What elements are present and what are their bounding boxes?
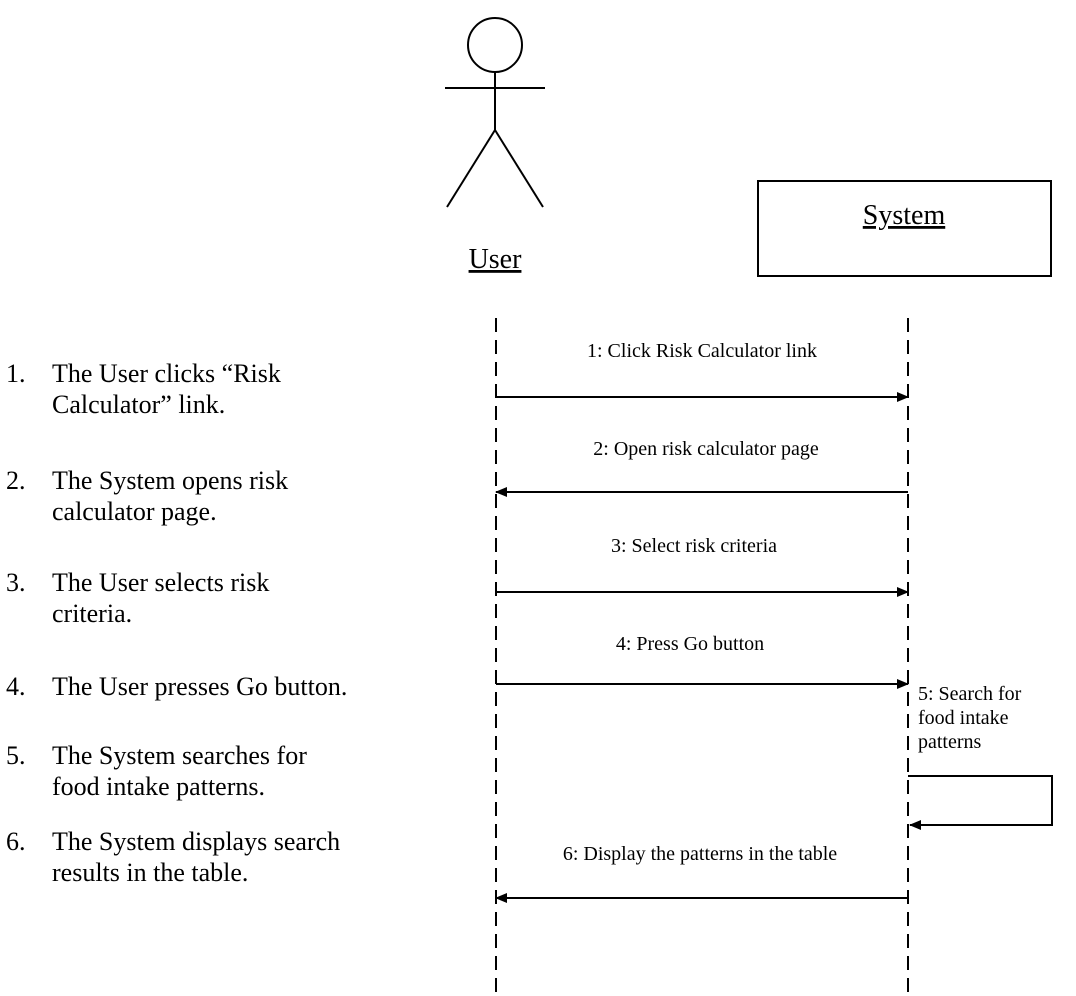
system-object: System xyxy=(757,180,1052,277)
message-2: 2: Open risk calculator page xyxy=(495,438,908,497)
system-box xyxy=(757,180,1052,277)
system-label: System xyxy=(863,200,946,231)
step-number: 5. xyxy=(6,741,26,770)
self-message-label-line-3: patterns xyxy=(918,731,982,753)
user-actor: User xyxy=(445,17,545,275)
self-message-label-line-2: food intake xyxy=(918,707,1009,729)
actor-left-leg xyxy=(446,129,496,208)
step-number: 3. xyxy=(6,568,26,597)
self-message-arrow xyxy=(908,775,1053,830)
self-message-5: 5: Search for food intake patterns xyxy=(908,683,1053,830)
actor-head xyxy=(467,17,523,73)
message-4: 4: Press Go button xyxy=(496,633,909,689)
message-label: 1: Click Risk Calculator link xyxy=(587,340,817,362)
step-text: The User presses Go button. xyxy=(52,672,348,701)
step-text: The System searches for food intake patt… xyxy=(52,741,307,801)
message-3: 3: Select risk criteria xyxy=(496,535,909,597)
step-text: The User selects risk criteria. xyxy=(52,568,270,628)
message-6: 6: Display the patterns in the table xyxy=(495,843,908,903)
step-text: The System displays search results in th… xyxy=(52,827,341,887)
step-list: 1. The User clicks “Risk Calculator” lin… xyxy=(0,0,460,996)
actor-right-leg xyxy=(494,129,544,208)
step-number: 4. xyxy=(6,672,26,701)
message-1: 1: Click Risk Calculator link xyxy=(496,340,909,402)
step-text: The User clicks “Risk Calculator” link. xyxy=(52,359,281,419)
user-label: User xyxy=(469,244,523,275)
message-label: 2: Open risk calculator page xyxy=(593,438,819,460)
self-message-label-line-1: 5: Search for xyxy=(918,683,1022,705)
step-number: 1. xyxy=(6,359,26,388)
message-label: 3: Select risk criteria xyxy=(611,535,777,557)
step-number: 6. xyxy=(6,827,26,856)
step-text: The System opens risk calculator page. xyxy=(52,466,289,526)
step-number: 2. xyxy=(6,466,26,495)
message-label: 6: Display the patterns in the table xyxy=(563,843,837,865)
message-label: 4: Press Go button xyxy=(616,633,764,655)
